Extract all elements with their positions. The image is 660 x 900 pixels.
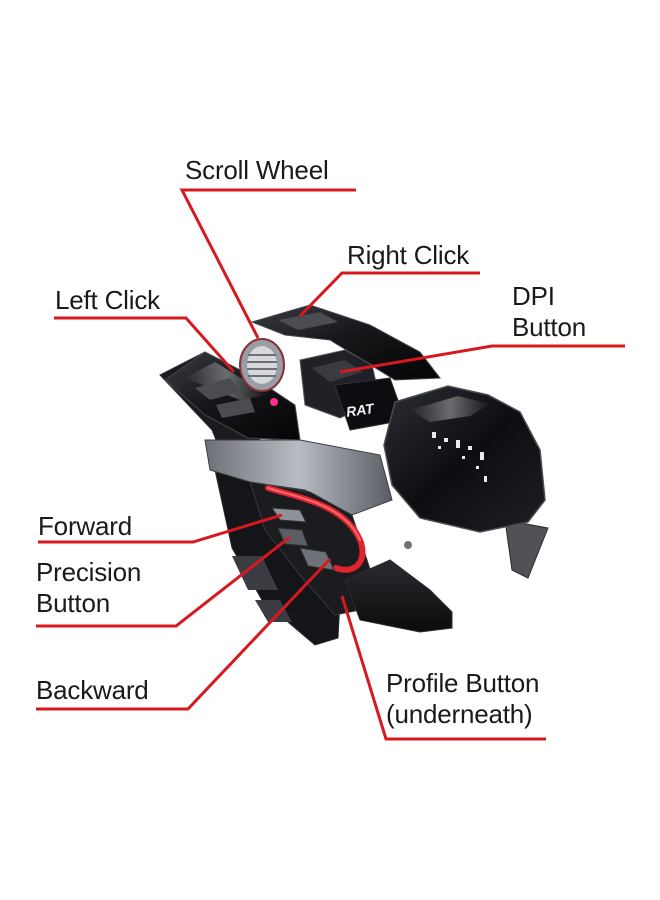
right-click-label-text: Right Click	[347, 240, 470, 270]
profile-button-label-line2: (underneath)	[386, 699, 533, 729]
rat-logo-text: RAT	[345, 400, 376, 420]
scroll-wheel	[239, 338, 285, 392]
forward-label-text: Forward	[38, 511, 132, 541]
palm-rest-logo	[432, 432, 487, 482]
dpi-button-top	[312, 360, 362, 382]
right-fin	[504, 519, 549, 579]
backward-label: Backward	[36, 675, 149, 706]
forward-leader	[38, 513, 283, 544]
dpi-button-leader	[339, 344, 625, 374]
left-click-label-text: Left Click	[55, 285, 160, 315]
profile-button-leader	[340, 595, 546, 741]
scroll-wheel-leader	[179, 188, 356, 339]
scroll-wheel-label: Scroll Wheel	[185, 155, 329, 186]
profile-button-hint	[404, 541, 412, 549]
left-panel-logo	[195, 378, 255, 418]
scroll-wheel-label-text: Scroll Wheel	[185, 155, 329, 185]
left-click-leader	[54, 316, 236, 373]
thumb-plate-logo	[232, 556, 292, 622]
mouse-body	[159, 304, 549, 646]
precision-button-label: Precision Button	[36, 557, 141, 619]
dpi-button-label-line1: DPI	[512, 281, 555, 311]
left-click-label: Left Click	[55, 285, 160, 316]
palm-rest-shine	[410, 396, 490, 422]
dpi-button-label-line2: Button	[512, 312, 586, 342]
dpi-button-label: DPI Button	[512, 281, 586, 343]
profile-button-label-line1: Profile Button	[386, 668, 540, 698]
precision-button-leader	[36, 535, 291, 628]
led-indicator	[270, 398, 278, 406]
forward-label: Forward	[38, 511, 132, 542]
precision-button-label-line1: Precision	[36, 557, 142, 587]
precision-button-label-line2: Button	[36, 588, 110, 618]
profile-button-label: Profile Button (underneath)	[386, 668, 539, 730]
right-panel-logo	[278, 312, 338, 330]
rear-leg	[344, 559, 453, 633]
red-accent-strip-glow	[267, 487, 361, 541]
backward-leader	[36, 557, 332, 711]
leader-lines	[36, 188, 625, 741]
backward-label-text: Backward	[36, 675, 149, 705]
right-click-label: Right Click	[347, 240, 469, 271]
right-click-leader	[298, 271, 480, 318]
